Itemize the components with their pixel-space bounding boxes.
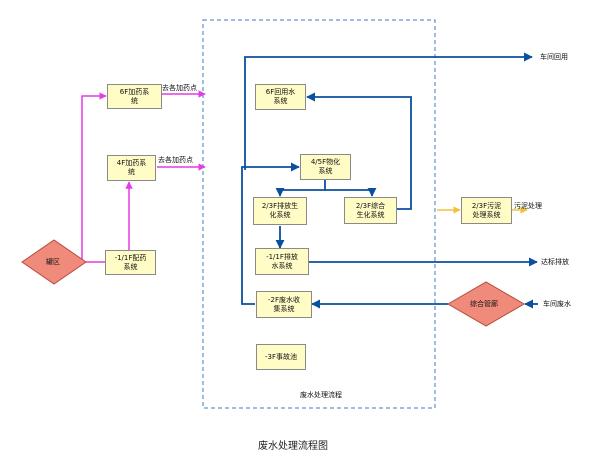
discharge-water-1f-box: -1/1F排放 水系统 — [255, 248, 309, 275]
discharge-standard-label: 达标排放 — [541, 258, 569, 266]
dosing-lines — [81, 90, 206, 263]
process-lines — [241, 52, 538, 309]
accident-pool-3f-box: -3F事故池 — [256, 344, 306, 370]
tank-area-label: 罐区 — [46, 258, 60, 266]
figure-caption: 废水处理流程图 — [258, 441, 328, 452]
bio-discharge-23f-box: 2/3F排放生 化系统 — [253, 197, 307, 225]
workshop-reuse-label: 车间回用 — [540, 53, 568, 61]
dosing-6f-box: 6F加药系 统 — [107, 84, 162, 109]
dosing-4f-box: 4F加药系 统 — [107, 155, 156, 181]
sludge-treatment-23f-box: 2/3F污泥 处理系统 — [461, 197, 512, 224]
reuse-water-6f-box: 6F回用水 系统 — [255, 84, 306, 110]
sludge-treatment-label: 污泥处理 — [514, 202, 542, 210]
tank-area-node — [21, 239, 87, 285]
pipe-gallery-node — [447, 281, 525, 327]
wastewater-collection-2f-box: -2F废水收 集系统 — [256, 291, 312, 318]
physchem-45f-box: 4/5F物化 系统 — [300, 154, 351, 180]
combined-bio-23f-box: 2/3F综合 生化系统 — [344, 197, 397, 224]
treatment-region — [202, 19, 436, 409]
mixing-1f-box: -1/1F配药 系统 — [105, 250, 156, 275]
to-dosing-points-label-1: 去各加药点 — [162, 84, 197, 92]
region-title-label: 废水处理流程 — [300, 391, 342, 399]
workshop-wastewater-label: 车间废水 — [543, 300, 571, 308]
pipe-gallery-label: 综合管廊 — [470, 300, 498, 308]
to-dosing-points-label-2: 去各加药点 — [158, 156, 193, 164]
